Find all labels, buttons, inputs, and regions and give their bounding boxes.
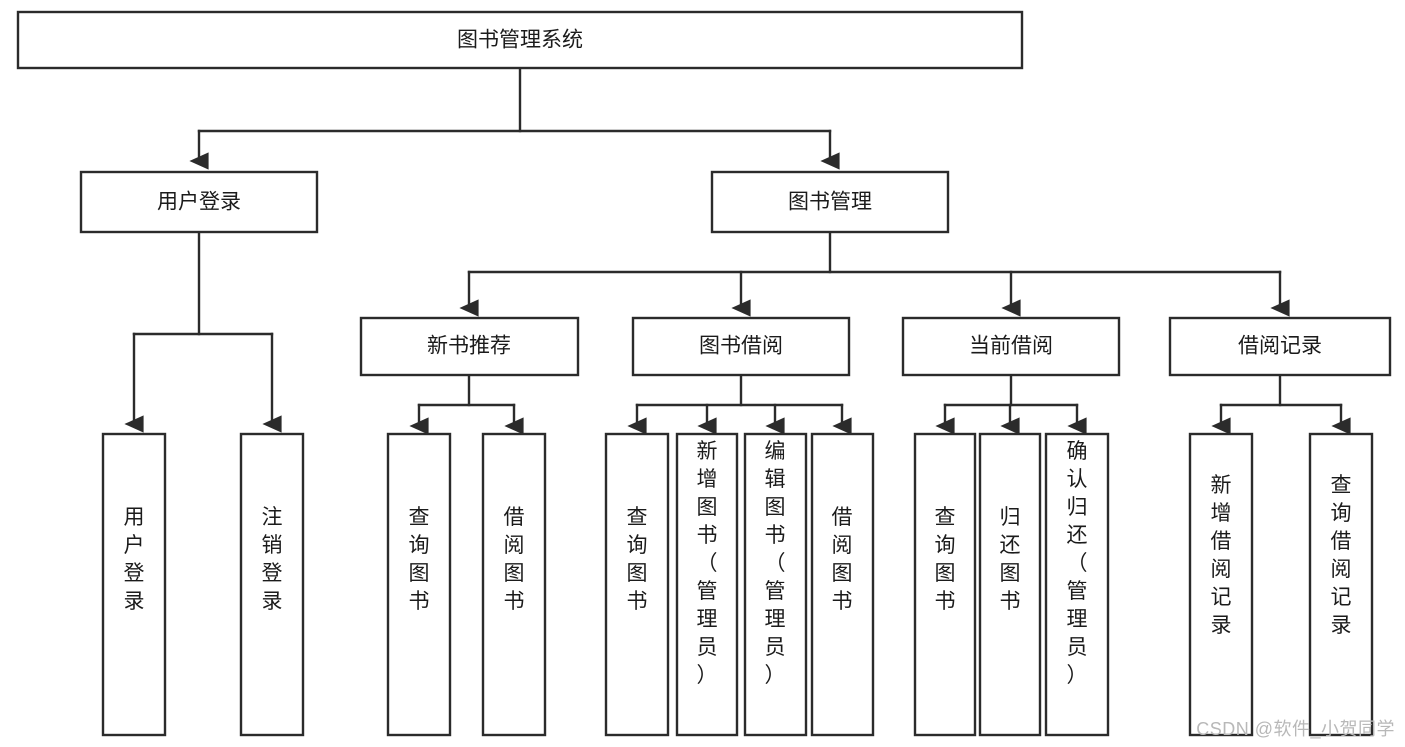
node-leaf-edit-book-admin[interactable]: 编辑图书（管理员） xyxy=(743,432,808,737)
node-leaf-add-borrow-record[interactable]: 新增借阅记录 xyxy=(1188,432,1254,737)
node-leaf-borrow-book[interactable]: 借阅图书 xyxy=(810,432,875,737)
node-leaf-query-book-cur[interactable]: 查询图书 xyxy=(913,432,977,737)
node-leaf-return-book[interactable]: 归还图书 xyxy=(978,432,1042,737)
node-leaf-add-book-admin-label: 新增图书（管理员） xyxy=(697,440,718,687)
node-book-borrow[interactable]: 图书借阅 xyxy=(631,316,851,377)
node-leaf-query-book-box[interactable] xyxy=(604,432,670,737)
node-current-borrow[interactable]: 当前借阅 xyxy=(901,316,1121,377)
node-leaf-borrow-book-rec-label: 借阅图书 xyxy=(504,506,525,613)
node-root-label: 图书管理系统 xyxy=(457,29,583,52)
node-root-box[interactable] xyxy=(16,10,1024,70)
node-leaf-borrow-book-rec[interactable]: 借阅图书 xyxy=(481,432,547,737)
node-leaf-user-login[interactable]: 用户登录 xyxy=(101,432,167,737)
node-leaf-return-book-box[interactable] xyxy=(978,432,1042,737)
node-leaf-logout-label: 注销登录 xyxy=(262,506,283,613)
node-leaf-query-book-label: 查询图书 xyxy=(627,506,648,613)
node-leaf-borrow-book-rec-box[interactable] xyxy=(481,432,547,737)
node-leaf-edit-book-admin-box[interactable] xyxy=(743,432,808,737)
node-borrow-record-label: 借阅记录 xyxy=(1238,335,1322,358)
node-current-borrow-label: 当前借阅 xyxy=(969,335,1053,358)
node-user-login[interactable]: 用户登录 xyxy=(79,170,319,234)
node-root[interactable]: 图书管理系统 xyxy=(16,10,1024,70)
node-leaf-query-borrow-record-box[interactable] xyxy=(1308,432,1374,737)
node-leaf-query-book-rec[interactable]: 查询图书 xyxy=(386,432,452,737)
node-new-book-recommend-box[interactable] xyxy=(359,316,580,377)
node-leaf-user-login-box[interactable] xyxy=(101,432,167,737)
node-leaf-borrow-book-box[interactable] xyxy=(810,432,875,737)
node-leaf-query-book-rec-label: 查询图书 xyxy=(409,506,430,613)
node-user-login-label: 用户登录 xyxy=(157,191,241,214)
node-leaf-query-book[interactable]: 查询图书 xyxy=(604,432,670,737)
node-book-borrow-label: 图书借阅 xyxy=(699,335,783,358)
node-leaf-query-book-cur-label: 查询图书 xyxy=(935,506,956,613)
node-book-management-box[interactable] xyxy=(710,170,950,234)
node-leaf-edit-book-admin-label: 编辑图书（管理员） xyxy=(765,440,786,687)
node-book-borrow-box[interactable] xyxy=(631,316,851,377)
leaf-nodes-group: 用户登录 注销登录 查询图书 借阅图书 查询图书 新增图书（管理员） xyxy=(101,432,1374,737)
node-leaf-logout[interactable]: 注销登录 xyxy=(239,432,305,737)
node-current-borrow-box[interactable] xyxy=(901,316,1121,377)
node-leaf-confirm-return-admin-box[interactable] xyxy=(1044,432,1110,737)
node-leaf-add-borrow-record-box[interactable] xyxy=(1188,432,1254,737)
node-leaf-query-book-cur-box[interactable] xyxy=(913,432,977,737)
node-leaf-logout-box[interactable] xyxy=(239,432,305,737)
node-leaf-query-borrow-record-label: 查询借阅记录 xyxy=(1331,474,1352,637)
node-leaf-query-book-rec-box[interactable] xyxy=(386,432,452,737)
node-new-book-recommend-label: 新书推荐 xyxy=(427,335,511,358)
node-borrow-record[interactable]: 借阅记录 xyxy=(1168,316,1392,377)
node-leaf-confirm-return-admin-label: 确认归还（管理员） xyxy=(1067,440,1088,687)
node-leaf-return-book-label: 归还图书 xyxy=(1000,506,1021,613)
node-book-management-label: 图书管理 xyxy=(788,191,872,214)
connector-group xyxy=(124,66,1351,435)
node-leaf-query-borrow-record[interactable]: 查询借阅记录 xyxy=(1308,432,1374,737)
node-leaf-borrow-book-label: 借阅图书 xyxy=(832,506,853,613)
node-book-management[interactable]: 图书管理 xyxy=(710,170,950,234)
node-leaf-add-book-admin[interactable]: 新增图书（管理员） xyxy=(675,432,739,737)
node-leaf-add-book-admin-box[interactable] xyxy=(675,432,739,737)
node-leaf-add-borrow-record-label: 新增借阅记录 xyxy=(1211,474,1232,637)
node-leaf-confirm-return-admin[interactable]: 确认归还（管理员） xyxy=(1044,432,1110,737)
node-new-book-recommend[interactable]: 新书推荐 xyxy=(359,316,580,377)
node-user-login-box[interactable] xyxy=(79,170,319,234)
node-borrow-record-box[interactable] xyxy=(1168,316,1392,377)
node-leaf-user-login-label: 用户登录 xyxy=(124,506,145,613)
